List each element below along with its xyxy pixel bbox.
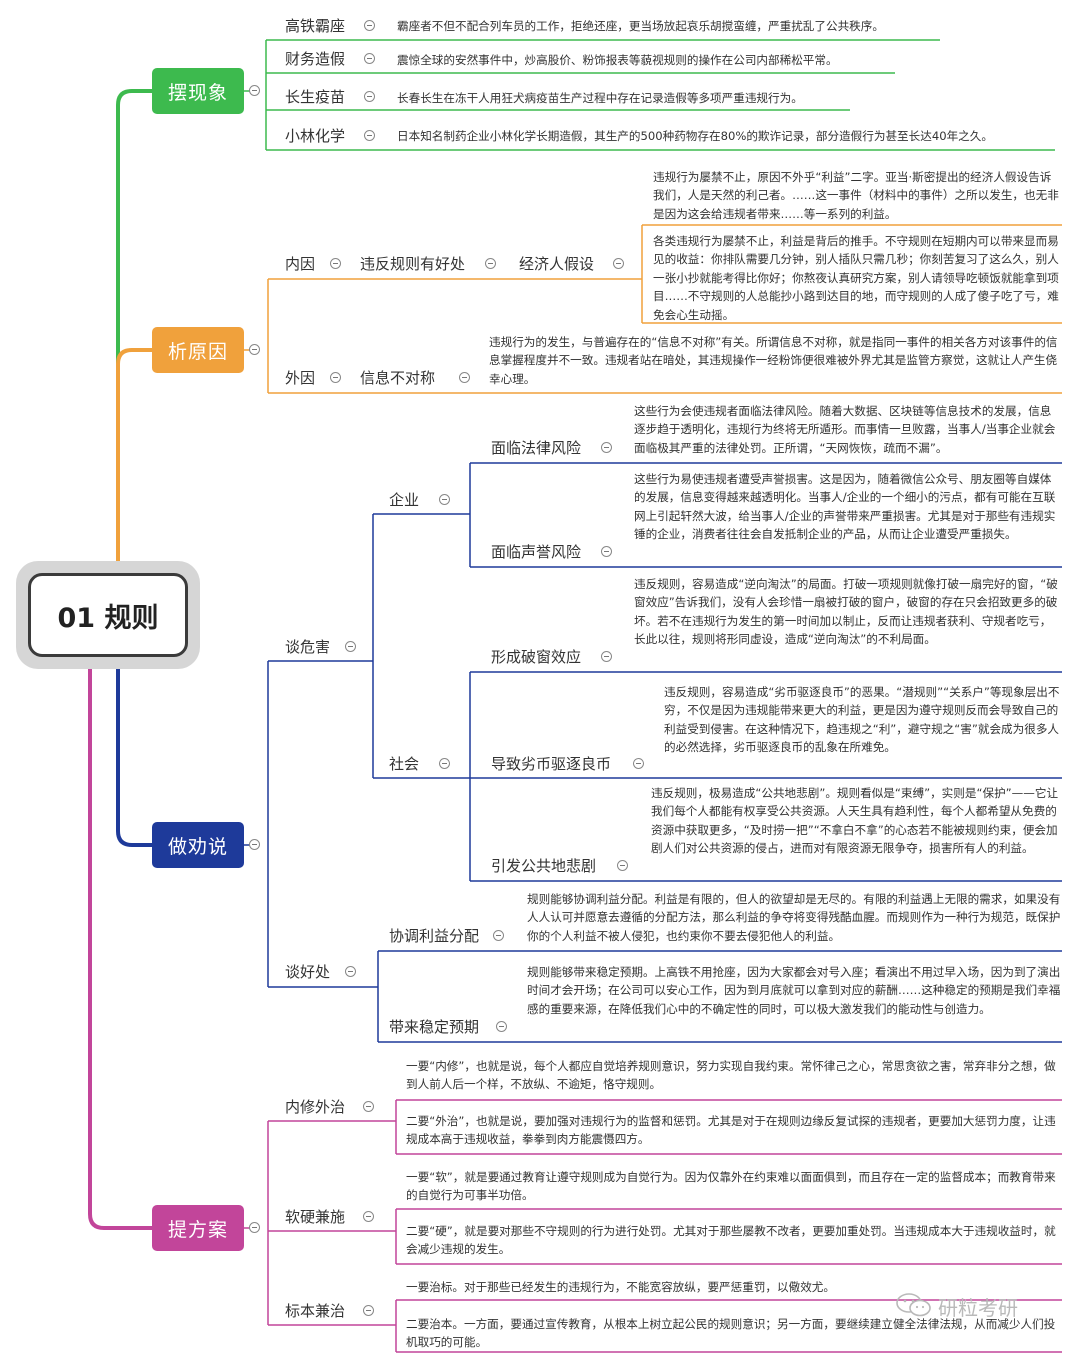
node-text: 违反规则，容易造成“劣币驱逐良币”的恶果。“潜规则”“关系户”等现象层出不穷，不… [664,685,1060,755]
node-text: 规则能够协调利益分配。利益是有限的，但人的欲望却是无尽的。有限的利益遇上无限的需… [527,892,1061,943]
node-text: 这些行为易使违规者遭受声誉损害。这是因为，随着微信公众号、朋友圈等自媒体的发展，… [634,472,1056,542]
wechat-icon [896,1293,931,1317]
collapse-toggle-icon[interactable] [601,546,612,557]
node-text: 违规行为的发生，与普遍存在的“信息不对称”有关。所谓信息不对称，就是指同一事件的… [489,335,1058,386]
node-society[interactable]: 社会 [389,755,420,773]
collapse-toggle-icon[interactable] [364,91,375,102]
root-title: 01 规则 [57,602,159,634]
branch-label: 析原因 [167,340,228,363]
node-text: 二要“硬”，就是要对那些不守规则的行为进行处罚。尤其对于那些屡教不改者，更要加重… [406,1224,1056,1257]
branch-label: 做劝说 [167,835,228,858]
node-soft-hard[interactable]: 软硬兼施 [285,1208,346,1226]
node-internal-cause[interactable]: 内因 [285,255,316,273]
collapse-toggle-icon[interactable] [617,860,628,871]
collapse-toggle-icon[interactable] [439,758,450,769]
node-text: 违反规则，容易造成“逆向淘汰”的局面。打破一项规则就像打破一扇完好的窗，“破窗效… [634,577,1058,647]
node-text: 这些行为会使违规者面临法律风险。随着大数据、区块链等信息技术的发展，信息逐步趋于… [634,404,1056,455]
collapse-toggle-icon[interactable] [601,651,612,662]
collapse-toggle-icon[interactable] [439,494,450,505]
node-text: 震惊全球的安然事件中，炒高股价、粉饰报表等藐视规则的操作在公司内部稀松平常。 [397,53,838,67]
node-text: 一要治标。对于那些已经发生的违规行为，不能宽容放纵，要严惩重罚，以儆效尤。 [406,1280,835,1294]
collapse-toggle-icon[interactable] [601,442,612,453]
node-bad-money[interactable]: 导致劣币驱逐良币 [491,755,612,773]
root-node[interactable]: 01 规则 [28,573,188,657]
node-financial-fraud[interactable]: 财务造假 [285,50,346,68]
collapse-toggle-icon[interactable] [363,1211,374,1222]
node-info-asymmetry[interactable]: 信息不对称 [360,369,436,387]
collapse-toggle-icon[interactable] [330,258,341,269]
node-coordinate-interests[interactable]: 协调利益分配 [389,927,480,945]
node-broken-window[interactable]: 形成破窗效应 [491,648,582,666]
node-text: 日本知名制药企业小林化学长期造假，其生产的500种药物存在80%的欺诈记录，部分… [397,129,993,143]
collapse-toggle-icon[interactable] [363,1305,374,1316]
node-text: 霸座者不但不配合列车员的工作，拒绝还座，更当场放起哀乐胡搅蛮缠，严重扰乱了公共秩… [397,19,884,33]
collapse-toggle-icon[interactable] [249,1222,260,1233]
node-text: 二要治本。一方面，要通过宣传教育，从根本上树立起公民的规则意识；另一方面，要继续… [406,1317,1056,1350]
branch-node-phenomena[interactable]: 摆现象 [152,68,244,114]
collapse-toggle-icon[interactable] [496,1021,507,1032]
collapse-toggle-icon[interactable] [330,372,341,383]
node-text: 一要“内修”，也就是说，每个人都应自觉培养规则意识，努力实现自我约束。常怀律己之… [406,1059,1056,1092]
node-root-and-symptom[interactable]: 标本兼治 [285,1302,346,1320]
collapse-toggle-icon[interactable] [633,758,644,769]
collapse-toggle-icon[interactable] [249,344,260,355]
node-text: 一要“软”，就是要通过教育让遵守规则成为自觉行为。因为仅靠外在约束难以面面俱到，… [406,1170,1056,1203]
collapse-toggle-icon[interactable] [249,85,260,96]
node-legal-risk[interactable]: 面临法律风险 [491,439,582,457]
branch-node-persuasion[interactable]: 做劝说 [152,822,244,868]
node-enterprise[interactable]: 企业 [389,491,420,509]
branch-label: 摆现象 [167,81,228,104]
node-stable-expectations[interactable]: 带来稳定预期 [389,1018,480,1036]
node-external-cause[interactable]: 外因 [285,369,316,387]
branch-node-solutions[interactable]: 提方案 [152,1205,244,1251]
collapse-toggle-icon[interactable] [364,20,375,31]
node-text: 长春长生在冻干人用狂犬病疫苗生产过程中存在记录造假等多项严重违规行为。 [397,91,803,105]
collapse-toggle-icon[interactable] [345,966,356,977]
node-text: 规则能够带来稳定预期。上高铁不用抢座，因为大家都会对号入座；看演出不用过早入场，… [527,965,1061,1016]
node-inner-outer[interactable]: 内修外治 [285,1098,346,1116]
node-harm[interactable]: 谈危害 [285,638,331,656]
node-benefit[interactable]: 违反规则有好处 [360,255,466,273]
collapse-toggle-icon[interactable] [363,1101,374,1112]
collapse-toggle-icon[interactable] [345,641,356,652]
node-text: 二要“外治”，也就是说，要加强对违规行为的监督和惩罚。尤其是对于在规则边缘反复试… [406,1114,1056,1147]
node-benefits[interactable]: 谈好处 [285,963,331,981]
node-commons-tragedy[interactable]: 引发公共地悲剧 [491,857,597,875]
collapse-toggle-icon[interactable] [364,130,375,141]
collapse-toggle-icon[interactable] [459,372,470,383]
node-economic-man[interactable]: 经济人假设 [519,255,595,273]
collapse-toggle-icon[interactable] [249,839,260,850]
branch-label: 提方案 [167,1218,228,1241]
node-text: 各类违规行为屡禁不止，利益是背后的推手。不守规则在短期内可以带来显而易见的收益：… [653,234,1059,322]
node-reputation-risk[interactable]: 面临声誉风险 [491,543,582,561]
node-text: 违规行为屡禁不止，原因不外乎“利益”二字。亚当·斯密提出的经济人假设告诉我们，人… [653,170,1059,221]
branch-node-causes[interactable]: 析原因 [152,327,244,373]
collapse-toggle-icon[interactable] [613,258,624,269]
node-kobayashi[interactable]: 小林化学 [285,127,346,145]
node-changsheng-vaccine[interactable]: 长生疫苗 [285,88,346,106]
collapse-toggle-icon[interactable] [485,258,496,269]
collapse-toggle-icon[interactable] [493,930,504,941]
node-text: 违反规则，极易造成“公共地悲剧”。规则看似是“束缚”，实则是“保护”——它让我们… [651,786,1059,856]
node-hsr-seat[interactable]: 高铁霸座 [285,17,346,35]
watermark-text: 研粒考研 [938,1296,1018,1320]
collapse-toggle-icon[interactable] [364,53,375,64]
